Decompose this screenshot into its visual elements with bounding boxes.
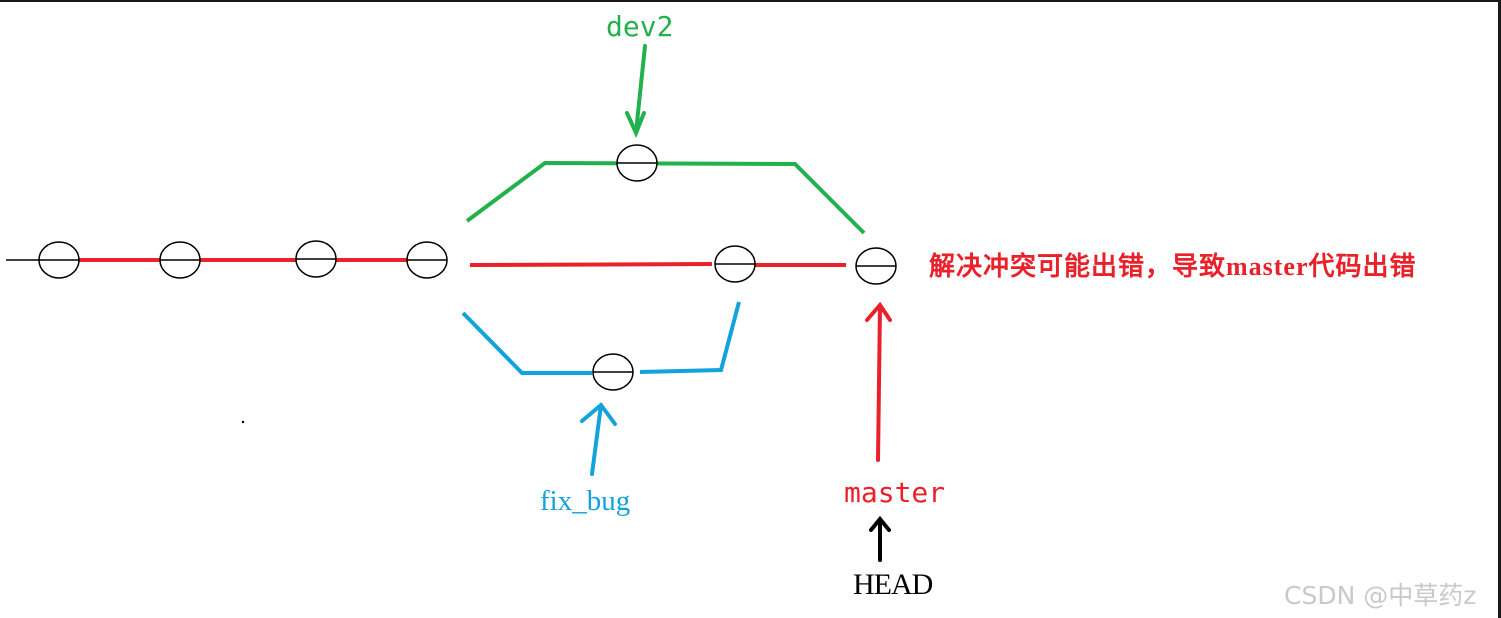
head-arrow (869, 515, 891, 562)
fix-bug-arrow (580, 402, 617, 476)
dev2-arrow (625, 44, 647, 139)
head-label: HEAD (853, 568, 933, 601)
csdn-watermark: CSDN @中草药z (1284, 581, 1477, 610)
fix-bug-branch-line (639, 301, 741, 374)
fix-bug-branch-line (461, 311, 592, 375)
master-branch-line (469, 262, 713, 267)
stray-dot (241, 420, 245, 424)
window-top-border (0, 0, 1501, 2)
commit-node (714, 245, 756, 283)
commit-node (592, 353, 634, 391)
dev2-branch-line (465, 160, 866, 235)
commit-node (855, 247, 897, 285)
fix-bug-label: fix_bug (540, 485, 631, 517)
commit-node (406, 241, 448, 279)
commit-node (38, 241, 80, 279)
conflict-note: 解决冲突可能出错，导致master代码出错 (929, 252, 1417, 281)
window-right-border (1498, 0, 1501, 618)
master-arrow (865, 301, 892, 462)
commit-node (159, 241, 201, 279)
commit-node (295, 240, 337, 278)
dev2-label: dev2 (606, 10, 674, 43)
commit-node (616, 144, 658, 182)
master-label: master (844, 476, 946, 509)
